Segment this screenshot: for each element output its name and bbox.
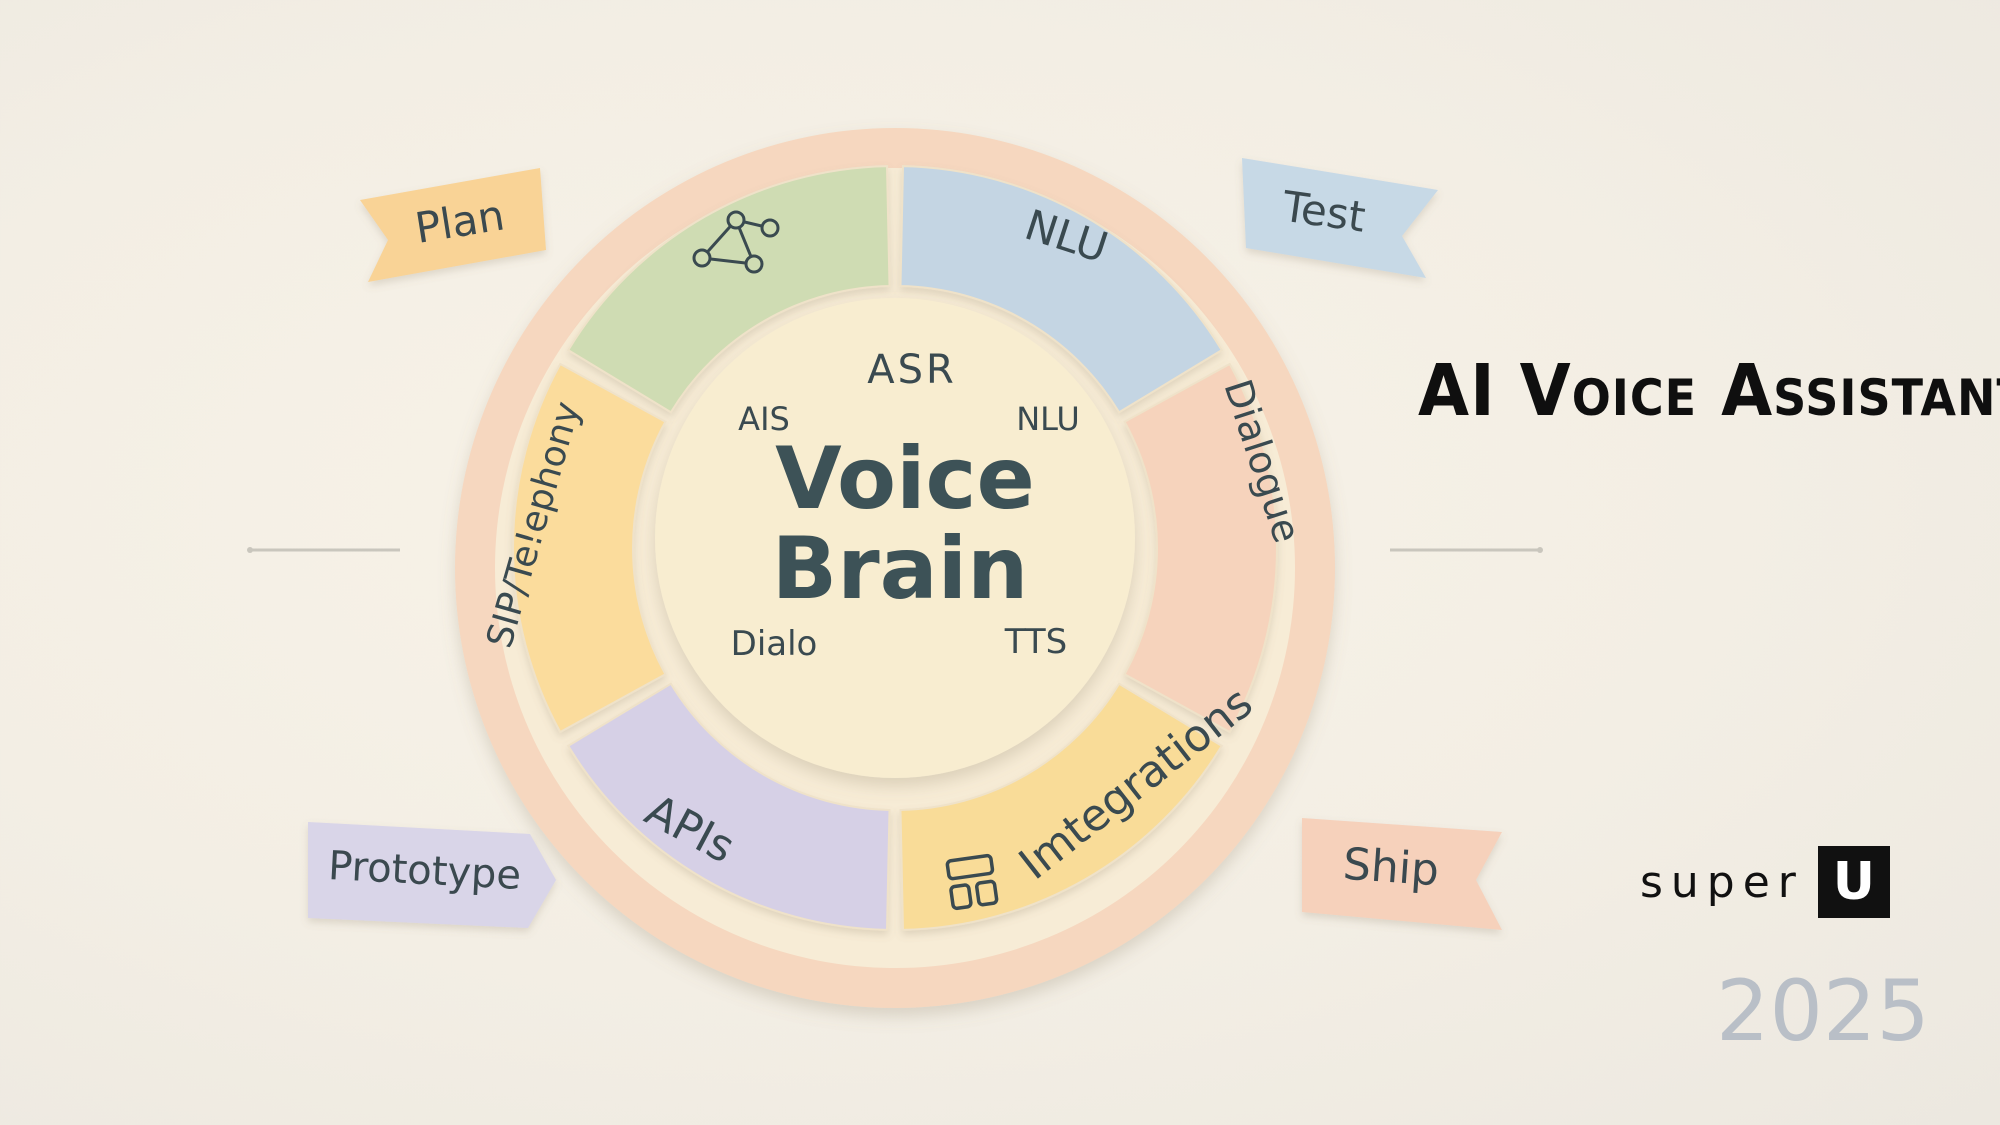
center-title-line2: Brain — [772, 519, 1029, 619]
brand-logo-mark: U — [1817, 846, 1890, 918]
flag-test: Test — [1242, 158, 1438, 278]
segment-nlu — [899, 165, 1224, 414]
segment-telephony — [512, 362, 667, 734]
center-keyword-asr: ASR — [867, 347, 957, 393]
brand-logo-text: super — [1640, 856, 1804, 908]
segment-dialogue — [1123, 362, 1279, 734]
page-title: AI Voice Assistant — [1418, 348, 2000, 433]
flag-prototype: Prototype — [308, 822, 556, 928]
flag-test-label: Test — [1279, 181, 1369, 241]
flag-prototype-label: Prototype — [327, 843, 522, 899]
brand-logo: super U — [1640, 846, 1890, 918]
flag-ship: Ship — [1302, 818, 1502, 930]
center-keyword-tts: TTS — [1004, 622, 1068, 662]
center-disc — [655, 298, 1135, 778]
flag-ship-label: Ship — [1341, 839, 1440, 897]
center-keyword-nlu: NLU — [1016, 400, 1080, 438]
segment-integrations — [899, 682, 1224, 931]
year-label: 2025 — [1716, 962, 1930, 1060]
flag-plan: Plan — [360, 168, 546, 282]
layout-blocks-icon — [945, 853, 999, 911]
segment-network — [566, 165, 891, 414]
segment-ring — [512, 165, 1279, 931]
center-title-line1: Voice — [775, 429, 1035, 529]
segment-apis — [566, 682, 891, 931]
network-nodes-icon — [692, 210, 780, 274]
center-keyword-ais: AIS — [738, 400, 790, 438]
center-keyword-dialo: Dialo — [731, 624, 818, 664]
